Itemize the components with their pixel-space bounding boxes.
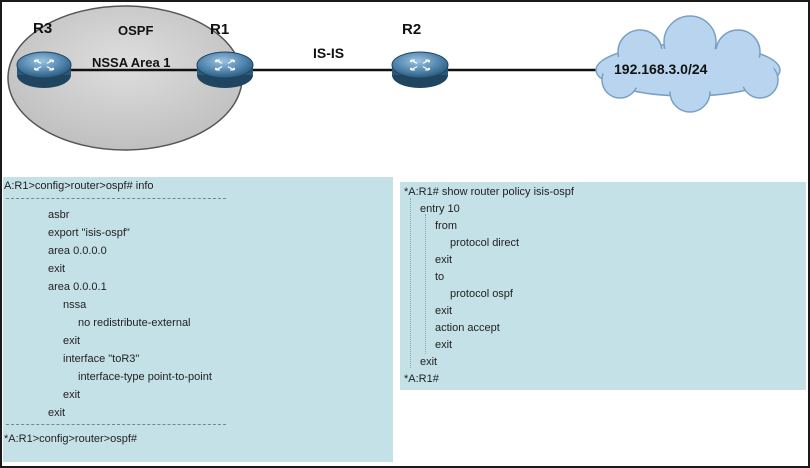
- config-line: export "isis-ospf": [48, 227, 130, 239]
- config-line: area 0.0.0.1: [48, 281, 107, 293]
- policy-line: from: [435, 220, 457, 232]
- config-line: no redistribute-external: [78, 317, 191, 329]
- config-line: nssa: [63, 299, 87, 311]
- router-r3-label: R3: [33, 20, 52, 37]
- config-line: exit: [63, 389, 81, 401]
- config-line: exit: [48, 263, 66, 275]
- config-line: exit: [63, 335, 81, 347]
- policy-line: exit: [420, 356, 438, 368]
- policy-line: to: [435, 271, 445, 283]
- policy-line: exit: [435, 305, 453, 317]
- policy-line: protocol ospf: [450, 288, 513, 300]
- indent-guide: [410, 198, 411, 368]
- policy-line: protocol direct: [450, 237, 520, 249]
- router-r3-icon: [16, 51, 72, 88]
- network-topology: R3 R1 R2 OSPF NSSA Area 1 IS-IS 192.168.…: [7, 5, 781, 151]
- policy-line: exit: [435, 339, 453, 351]
- separator-line: [6, 198, 226, 199]
- cli-prompt-line: *A:R1#: [404, 373, 439, 385]
- policy-line: exit: [435, 254, 453, 266]
- config-line: interface-type point-to-point: [78, 371, 212, 383]
- router-r1-icon: [196, 51, 254, 88]
- network-cloud-icon: [595, 15, 781, 113]
- ospf-config-panel: A:R1>config>router>ospf# info asbr expor…: [3, 177, 393, 462]
- indent-guide: [425, 214, 426, 354]
- cli-prompt-line: *A:R1>config>router>ospf#: [4, 433, 138, 445]
- config-line: exit: [48, 407, 66, 419]
- router-r1-label: R1: [210, 21, 229, 38]
- network-prefix-label: 192.168.3.0/24: [614, 61, 708, 77]
- router-r2-label: R2: [402, 21, 421, 38]
- isis-link-label: IS-IS: [313, 45, 344, 61]
- config-line: area 0.0.0.0: [48, 245, 107, 257]
- policy-output-panel: *A:R1# show router policy isis-ospf entr…: [400, 182, 806, 390]
- config-line: asbr: [48, 209, 70, 221]
- area-protocol-label: OSPF: [118, 23, 153, 38]
- area-name-label: NSSA Area 1: [92, 55, 171, 70]
- cli-prompt-line: A:R1>config>router>ospf# info: [4, 180, 154, 192]
- policy-line: entry 10: [420, 203, 460, 215]
- cli-prompt-line: *A:R1# show router policy isis-ospf: [404, 186, 574, 198]
- policy-line: action accept: [435, 322, 500, 334]
- separator-line: [6, 424, 226, 425]
- config-line: interface "toR3": [63, 353, 140, 365]
- router-r2-icon: [391, 51, 449, 88]
